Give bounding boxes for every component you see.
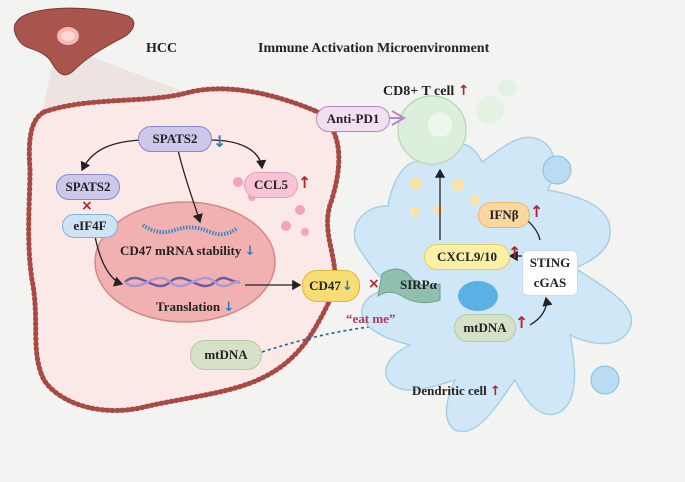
cd47-badge: CD47↓ xyxy=(302,270,360,302)
cxcl-badge: CXCL9/10 xyxy=(424,244,510,270)
mtdna-dc-up-arrow: ↑ xyxy=(515,313,529,332)
cd47-sirpa-block-mark: × xyxy=(368,276,380,292)
small-dendritic-icons xyxy=(542,155,620,395)
sirpa-receptor-icon xyxy=(377,268,441,304)
dc-nucleus xyxy=(458,281,498,311)
dendritic-cell-body xyxy=(353,136,633,433)
eif4f-badge: eIF4F xyxy=(62,214,118,238)
cxcl-up-arrow: ↑ xyxy=(508,243,522,262)
spats2-down-arrow: ↓ xyxy=(213,132,227,151)
liver-icon xyxy=(13,7,135,76)
page-title: Immune Activation Microenvironment xyxy=(258,41,490,56)
ccl5-up-arrow: ↑ xyxy=(298,173,312,192)
arrow-eif4f-to-translation xyxy=(94,235,124,287)
mrna-strand xyxy=(141,223,239,237)
arrow-spats2-to-mrna xyxy=(177,149,203,224)
spats2-top-badge: SPATS2 xyxy=(138,126,212,152)
hcc-label: HCC xyxy=(146,41,178,56)
t-cells xyxy=(397,79,516,165)
arrow-spats2-to-left xyxy=(80,139,141,172)
dna-helix-icon xyxy=(124,276,241,288)
ccl5-droplets xyxy=(233,177,309,236)
cd47-mrna-label: CD47 mRNA stability ↓ xyxy=(120,243,256,259)
mtdna-tumor-badge: mtDNA xyxy=(190,340,262,370)
anti-pd1-badge: Anti-PD1 xyxy=(316,106,390,132)
block-mark: × xyxy=(81,198,93,214)
ifnb-badge: IFNβ xyxy=(478,202,530,228)
arrow-spats2-to-ccl5 xyxy=(209,139,267,170)
anti-pd1-antibody-icon xyxy=(388,110,406,126)
sting-cgas-box: STING cGAS xyxy=(522,250,578,296)
dendritic-cell-label: Dendritic cell ↑ xyxy=(412,383,501,399)
ccl5-badge: CCL5 xyxy=(244,172,298,198)
cgas-label: cGAS xyxy=(533,275,567,290)
sirpa-label: SIRPα xyxy=(400,277,437,292)
spats2-left-badge: SPATS2 xyxy=(56,174,120,200)
translation-label: Translation ↓ xyxy=(156,299,235,315)
eat-me-label: “eat me” xyxy=(346,311,396,326)
cd8-tcell-label: CD8+ T cell ↑ xyxy=(383,83,470,99)
arrow-mtdna-to-cgas xyxy=(529,296,553,326)
mtdna-dc-badge: mtDNA xyxy=(454,314,516,342)
ifnb-up-arrow: ↑ xyxy=(530,202,544,221)
cytokine-dots xyxy=(410,177,480,217)
sting-label: STING xyxy=(529,255,571,270)
